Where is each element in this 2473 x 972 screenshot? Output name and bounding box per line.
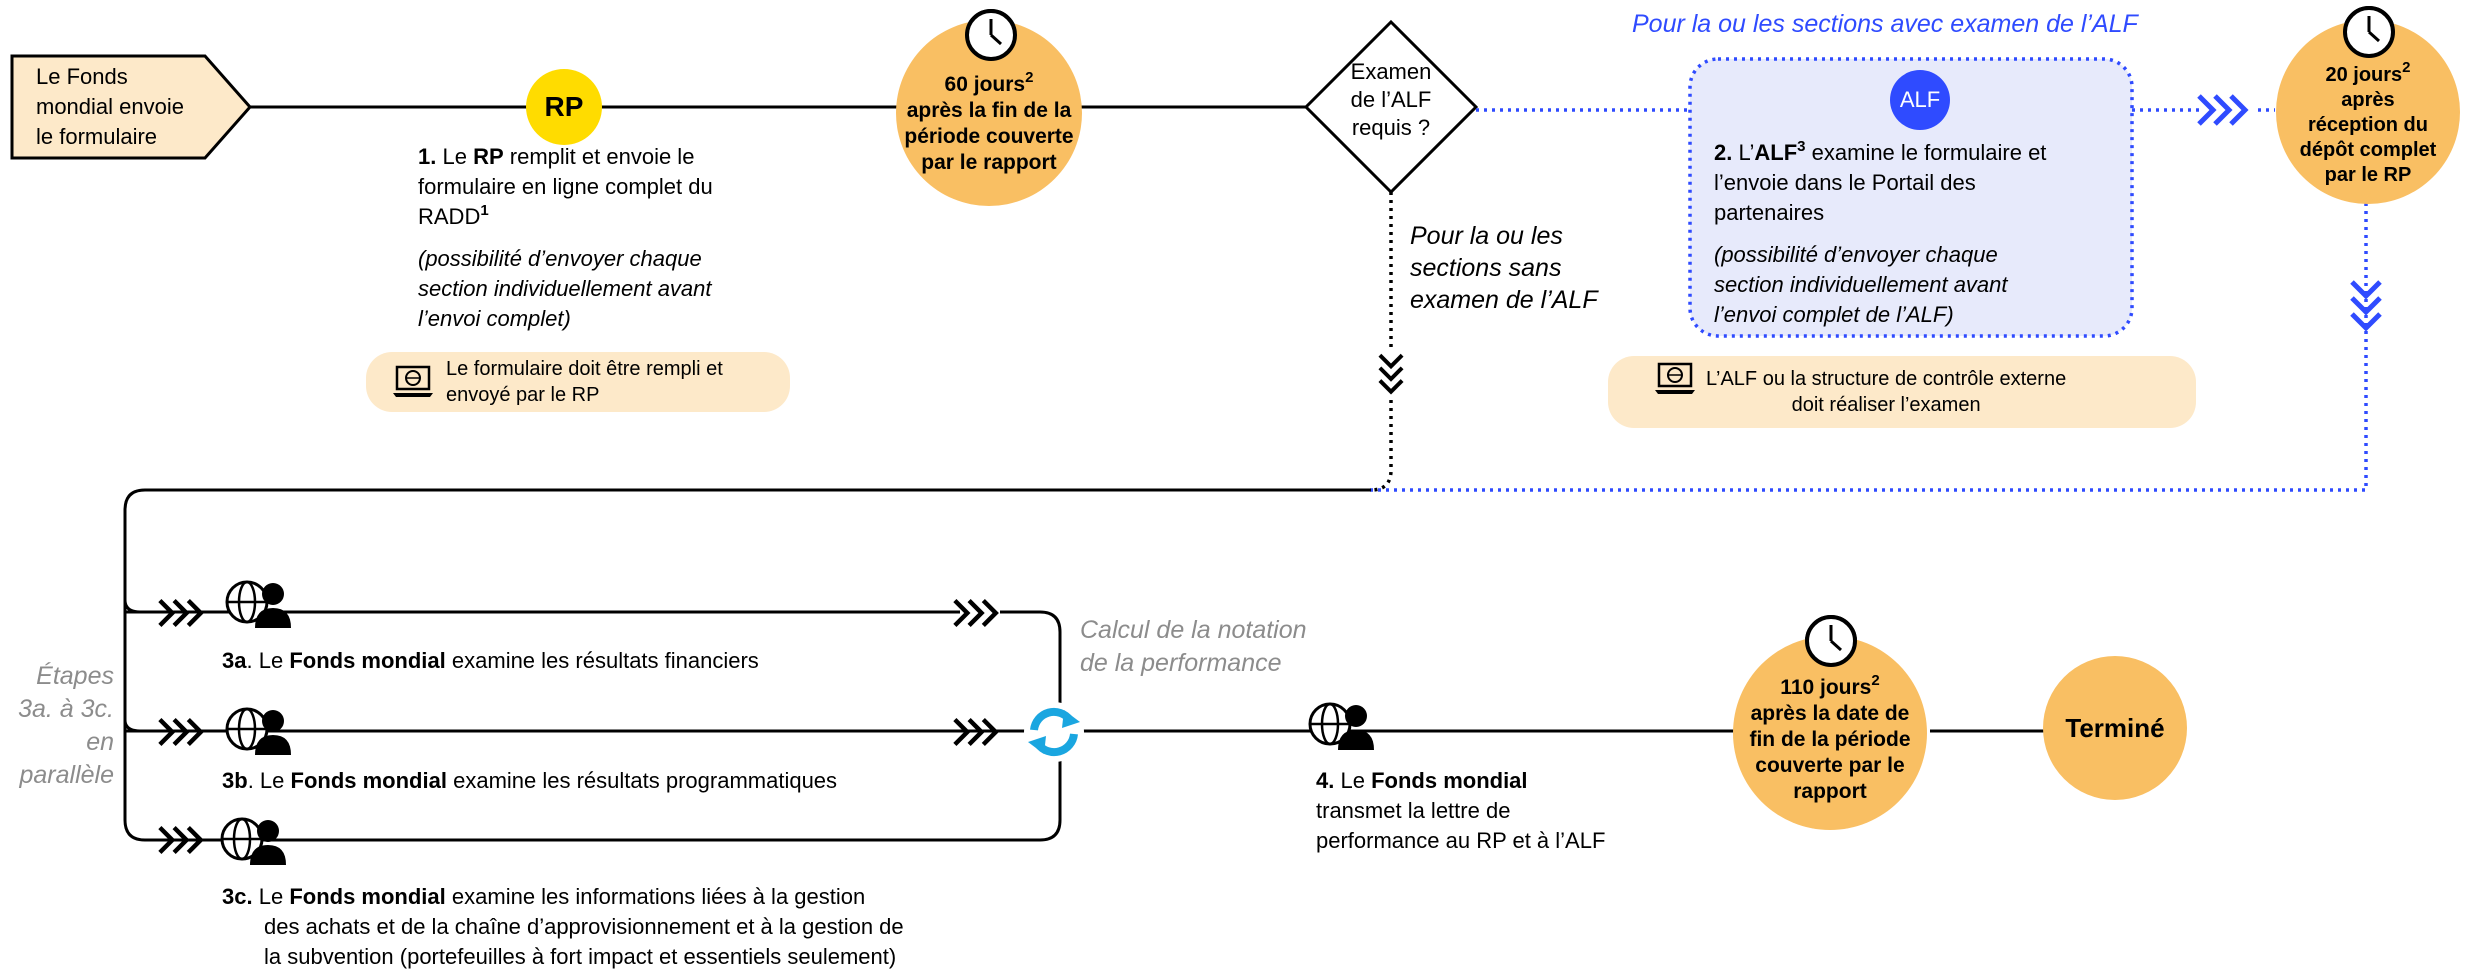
- step3a-text: 3a. Le Fonds mondial examine les résulta…: [222, 648, 759, 673]
- start-box: [10, 54, 253, 160]
- step1-text: 1. Le RP remplit et envoie le formulaire…: [418, 144, 713, 331]
- chevrons-right-icon: [158, 825, 204, 855]
- clock-icon: [1805, 615, 1857, 667]
- clock-icon: [2343, 6, 2395, 58]
- alf-path-header: Pour la ou les sections avec examen de l…: [1632, 10, 2138, 38]
- chevrons-down-icon: [1378, 353, 1404, 395]
- end-terminal: Terminé: [2043, 656, 2187, 800]
- chevrons-right-icon: [953, 717, 999, 747]
- step2-text: 2. L’ALF3 examine le formulaire et l’env…: [1714, 138, 2047, 327]
- globe-person-icon: [1308, 702, 1374, 750]
- sync-icon: [1024, 702, 1084, 762]
- laptop-globe-icon: [1655, 362, 1695, 394]
- chevrons-down-icon: [2350, 280, 2382, 332]
- step3c-text: 3c. Le Fonds mondial examine les informa…: [222, 884, 904, 969]
- alf-badge: ALF: [1890, 70, 1950, 130]
- step3b-text: 3b. Le Fonds mondial examine les résulta…: [222, 768, 838, 793]
- alf-review-box: [1688, 57, 2134, 338]
- globe-person-icon: [220, 817, 286, 865]
- globe-person-icon: [225, 580, 291, 628]
- chevrons-right-icon: [158, 717, 204, 747]
- chevrons-right-icon: [953, 598, 999, 628]
- no-alf-path-line-2: [1370, 400, 1393, 492]
- chevrons-right-icon: [158, 598, 204, 628]
- note-alf-review: L’ALF ou la structure de contrôle extern…: [1608, 356, 2196, 428]
- parallel-frame: [123, 488, 1371, 842]
- rp-badge: RP: [526, 69, 602, 145]
- clock-icon: [965, 9, 1017, 61]
- chevrons-right-icon: [2197, 94, 2249, 126]
- step4-text: 4. Le Fonds mondial transmet la lettre d…: [1316, 768, 1606, 853]
- globe-person-icon: [225, 707, 291, 755]
- laptop-globe-icon: [393, 365, 433, 397]
